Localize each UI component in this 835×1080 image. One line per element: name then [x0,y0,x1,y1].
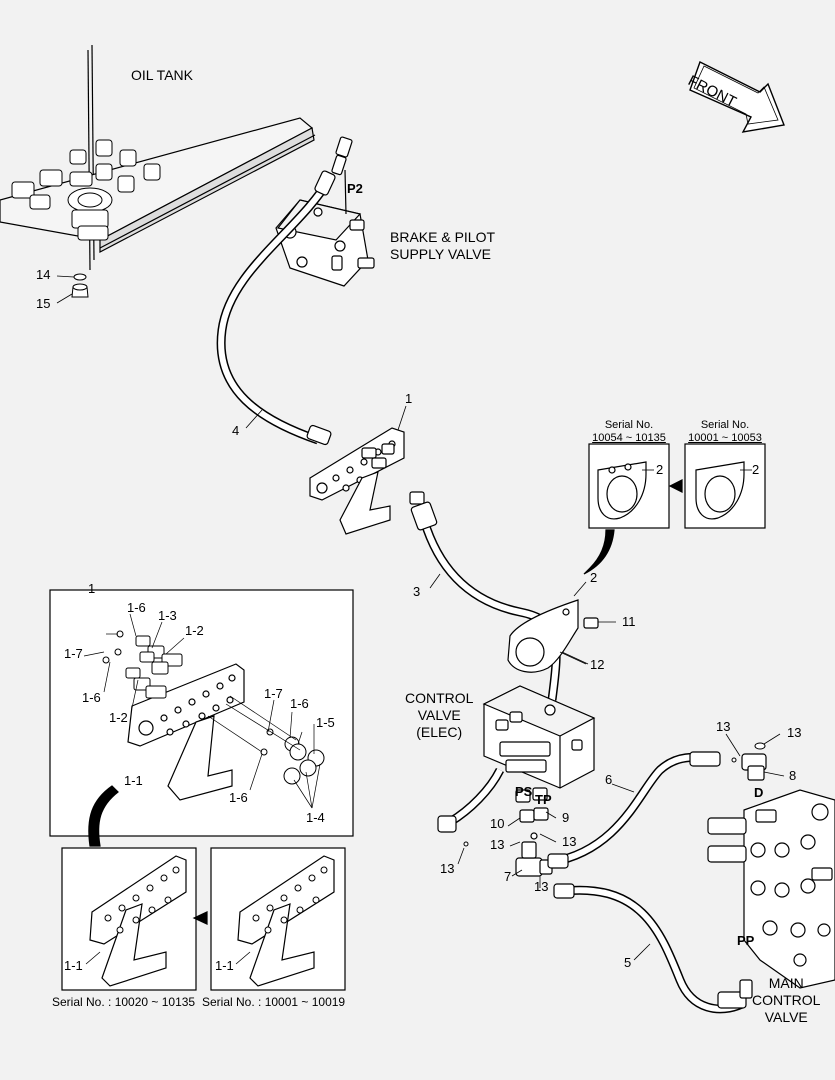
serial-box-left-range: 10054 ~ 10135 [592,432,666,444]
main-control-valve-title: MAIN CONTROL VALVE [752,975,820,1026]
callout-14: 14 [36,267,51,282]
port-d: D [754,785,764,800]
detail-box [49,589,354,847]
callout-13-left: 13 [440,861,455,876]
callout-13-tp: 13 [562,834,577,849]
hose-control-return [437,767,505,847]
detail-1-3: 1-3 [158,608,177,623]
detail-1-4: 1-4 [306,810,325,825]
control-valve-elec [482,685,596,823]
serial-bracket-boxes [573,443,766,597]
detail-1-7a: 1-7 [64,646,83,661]
brake-valve-title-line2: SUPPLY VALVE [390,246,491,262]
callout-9: 9 [562,810,570,825]
main-control-valve-title-line2: CONTROL [752,992,821,1008]
port-ps: PS [515,784,533,799]
detail-1-5: 1-5 [316,715,335,730]
main-control-valve [707,789,835,989]
callout-4: 4 [232,423,240,438]
serial-box-right-callout: 2 [752,462,760,477]
control-valve-title-line2: VALVE [417,707,461,723]
callout-7: 7 [504,869,512,884]
callout-15: 15 [36,296,51,311]
detail-1-2b: 1-2 [109,710,128,725]
callout-3: 3 [413,584,421,599]
serial-box-right-range: 10001 ~ 10053 [688,432,762,444]
port-tp: TP [535,792,552,807]
detail-1-1: 1-1 [124,773,143,788]
detail-1-6c: 1-6 [290,696,309,711]
control-valve-title-line1: CONTROL [405,690,474,706]
callout-13-tee-top: 13 [716,719,731,734]
callout-8: 8 [789,768,797,783]
hose-6 [547,742,767,869]
bracket-right-callout: 1-1 [215,958,234,973]
hose-5 [553,883,753,1014]
bracket-1 [309,427,405,535]
callout-11: 11 [622,614,636,629]
detail-1-6b: 1-6 [82,690,101,705]
leader-lines [245,405,785,961]
oil-tank-title: OIL TANK [131,67,193,83]
callout-12: 12 [590,657,605,672]
detail-box-index: 1 [88,581,96,596]
oil-tank [0,44,316,304]
bracket-compare-boxes [61,847,346,991]
detail-1-7b: 1-7 [264,686,283,701]
port-p2: P2 [347,181,363,196]
hose-4 [216,170,336,446]
callout-13-tee-right: 13 [787,725,802,740]
serial-box-left-callout: 2 [656,462,664,477]
callout-6: 6 [605,772,613,787]
brake-valve-title-line1: BRAKE & PILOT [390,229,496,245]
main-control-valve-title-line3: VALVE [764,1009,808,1025]
brake-valve-title: BRAKE & PILOT SUPPLY VALVE [390,229,495,263]
detail-1-6d: 1-6 [229,790,248,805]
control-valve-title: CONTROL VALVE (ELEC) [405,690,473,741]
bracket-2 [507,599,616,673]
port-pp: PP [737,933,755,948]
callout-13-ps: 13 [490,837,505,852]
front-arrow [689,61,785,133]
serial-box-left-title: Serial No. [604,419,654,431]
callout-1: 1 [405,391,413,406]
main-control-valve-title-line1: MAIN [768,975,804,991]
callout-2: 2 [590,570,598,585]
detail-1-6a: 1-6 [127,600,146,615]
callout-13-bottom: 13 [534,879,549,894]
bracket-left-serial: Serial No. : 10020 ~ 10135 [52,995,196,1009]
tee-7 [515,832,553,877]
brake-pilot-valve [275,136,375,287]
serial-box-right-title: Serial No. [700,419,750,431]
bracket-left-callout: 1-1 [64,958,83,973]
callout-10: 10 [490,816,505,831]
callout-5: 5 [624,955,632,970]
detail-1-2a: 1-2 [185,623,204,638]
control-valve-title-line3: (ELEC) [416,724,463,740]
bracket-right-serial: Serial No. : 10001 ~ 10019 [202,995,346,1009]
